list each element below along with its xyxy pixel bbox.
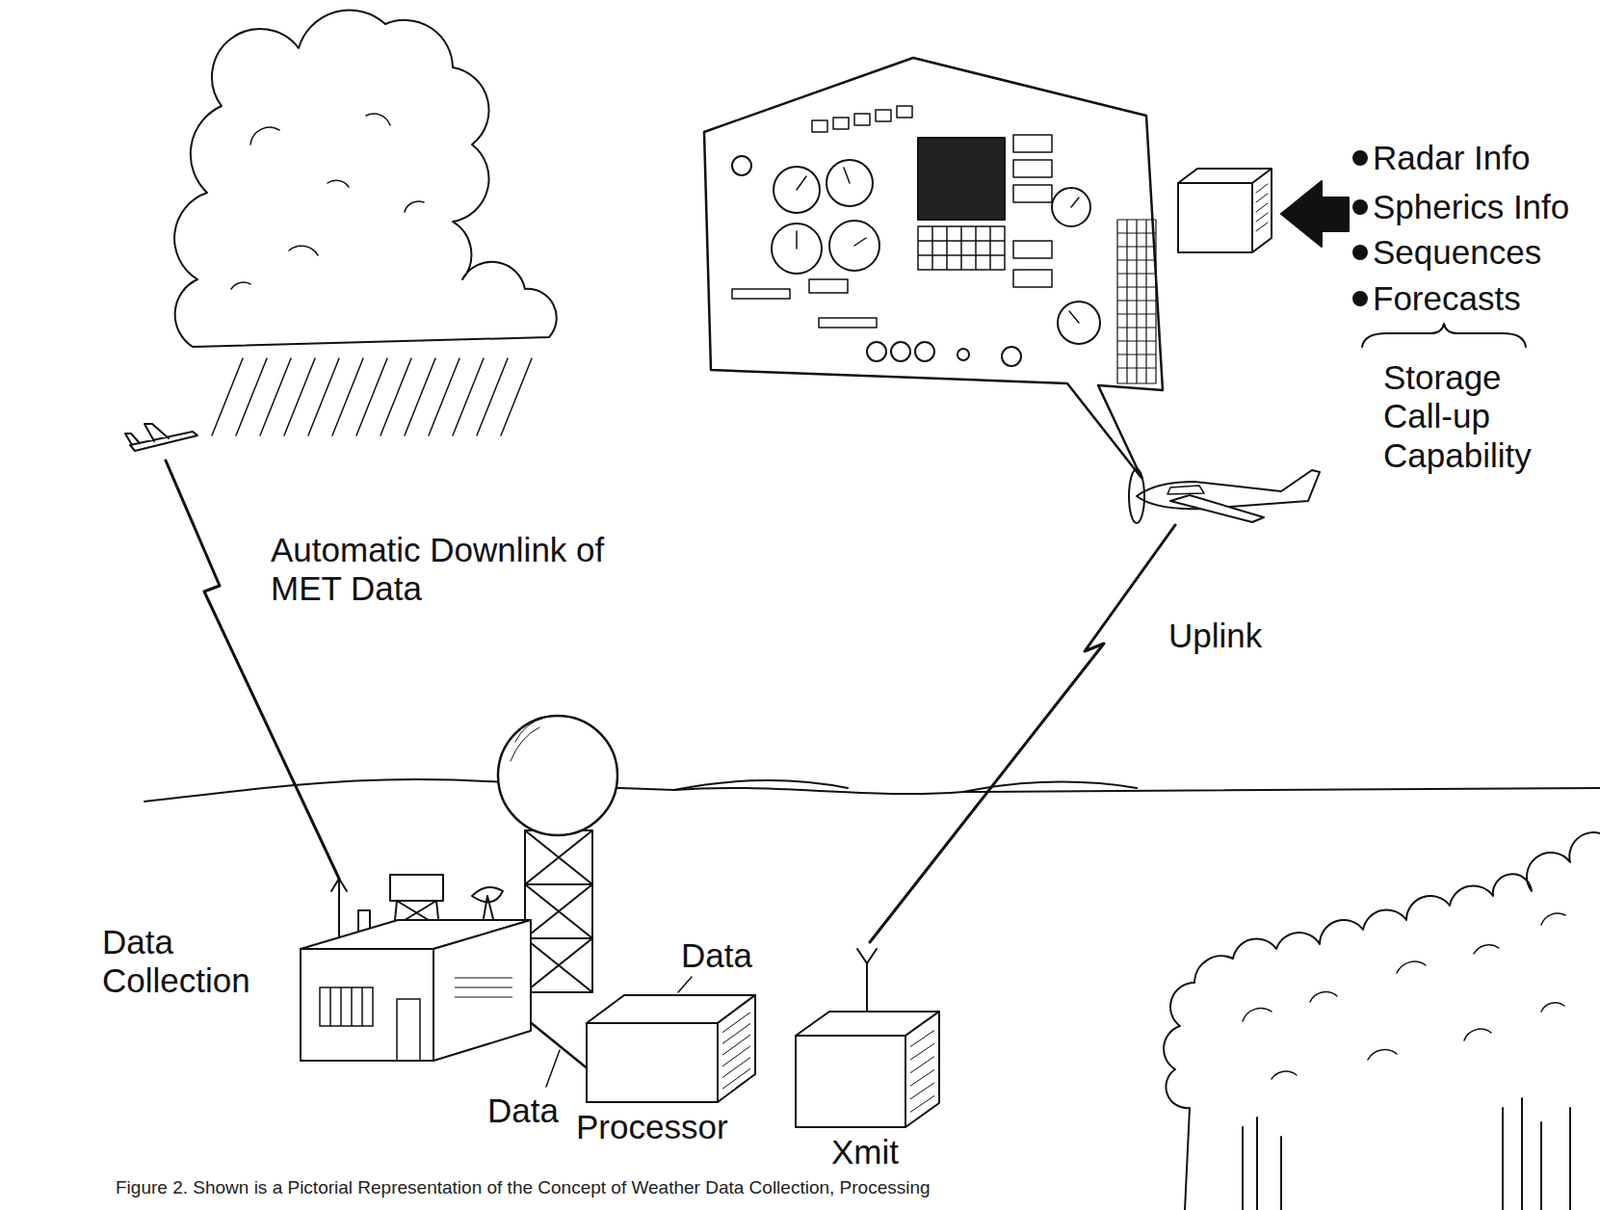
weather-aircraft — [125, 423, 198, 451]
dome-shading — [510, 717, 545, 761]
building-front — [300, 948, 434, 1061]
data-pipe — [530, 1022, 587, 1069]
uplink-bolt — [869, 524, 1176, 943]
data-label: Data — [681, 936, 753, 975]
bullet — [1353, 291, 1367, 306]
link-label: Uplink — [1168, 616, 1262, 656]
node-shape — [300, 919, 531, 1061]
tree-trunks — [1242, 1098, 1571, 1210]
tree-canopy — [1163, 832, 1600, 1210]
panel-knob — [915, 341, 935, 362]
building-hatching — [454, 977, 513, 997]
aircraft-window — [1167, 485, 1205, 495]
building-door — [396, 998, 420, 1061]
box-hatching — [722, 1012, 751, 1090]
box-front — [795, 1035, 906, 1128]
building-window — [319, 987, 373, 1026]
edge-label: Data — [487, 1091, 559, 1130]
group-note: Storage Call-up Capability — [1383, 358, 1576, 475]
node-label: Processor — [576, 1107, 729, 1147]
panel-keypad — [918, 226, 1005, 270]
node-shape — [586, 995, 756, 1102]
input-arrow — [1281, 181, 1349, 247]
panel-knob — [1001, 346, 1022, 367]
horizon-line — [144, 779, 1600, 802]
panel-buttons — [1013, 134, 1052, 288]
bullet-item: Radar Info — [1372, 138, 1530, 178]
leader-line — [546, 1049, 560, 1087]
storage-unit — [1178, 168, 1272, 253]
cockpit-panel — [704, 57, 1163, 478]
link-label: Automatic Downlink of MET Data — [270, 530, 608, 609]
panel-gauge — [732, 156, 752, 176]
propeller — [1128, 469, 1145, 524]
bullet — [1353, 200, 1367, 214]
bullet-item: Forecasts — [1372, 279, 1522, 318]
panel-knob — [866, 341, 887, 362]
node-label: Data Collection — [102, 922, 286, 1001]
leader-line — [678, 976, 692, 993]
storage-hatching — [1256, 183, 1268, 232]
box-front — [586, 1022, 718, 1102]
panel-knob — [891, 341, 911, 362]
rain — [211, 358, 532, 436]
data-collection-building: Data Collection — [300, 919, 531, 1061]
bullet — [1353, 245, 1367, 260]
figure-caption: Figure 2. Shown is a Pictorial Represent… — [115, 1177, 931, 1199]
panel-switches — [732, 105, 913, 328]
grouping-brace — [1362, 323, 1526, 347]
box-hatching — [910, 1030, 935, 1113]
node-shape — [795, 1011, 940, 1128]
downlink-bolt — [165, 460, 340, 879]
box-side — [717, 995, 756, 1102]
aircraft-wing — [1170, 495, 1264, 523]
distant-hills — [674, 780, 1137, 792]
radar-tower — [524, 830, 593, 993]
processor-box: Processor — [586, 995, 756, 1102]
bullet-item: Sequences — [1372, 233, 1542, 272]
building-side — [433, 919, 531, 1061]
light-aircraft — [1136, 470, 1320, 509]
cloud-detail — [231, 113, 424, 289]
panel-knob — [957, 348, 970, 361]
bullet-item: Spherics Info — [1372, 187, 1570, 227]
storm-cloud — [174, 9, 557, 347]
radar-screen — [918, 137, 1005, 220]
bullet — [1353, 151, 1367, 165]
transmitter-box: Xmit — [795, 1011, 940, 1128]
rooftop-antenna — [331, 878, 347, 943]
tree-detail — [1242, 913, 1566, 1079]
panel-grid — [1117, 219, 1156, 384]
box-side — [905, 1011, 940, 1128]
radar-dome — [498, 715, 618, 836]
node-label: Xmit — [831, 1132, 899, 1172]
